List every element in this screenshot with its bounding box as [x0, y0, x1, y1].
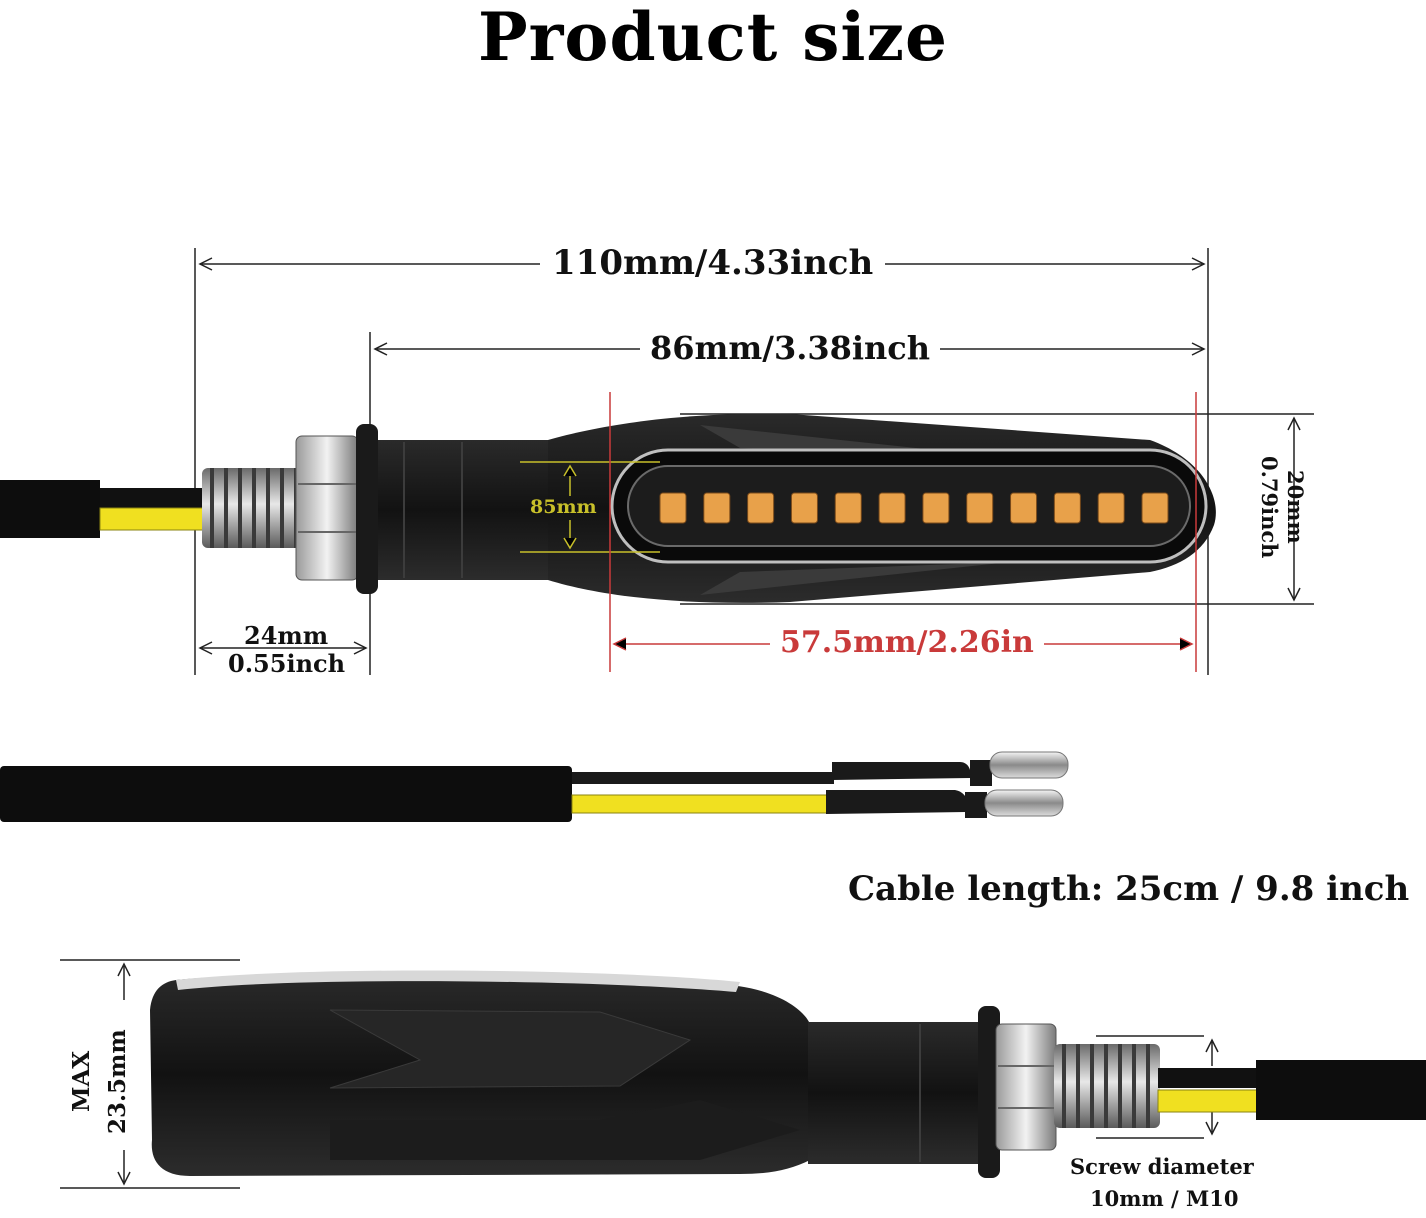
- body-height-inch-label: 0.79inch: [1257, 456, 1282, 559]
- yellow-wire: [99, 507, 211, 531]
- side-threaded-bolt: [1054, 1044, 1160, 1128]
- led-segment: [659, 492, 687, 524]
- led-segment: [747, 492, 775, 524]
- led-segment: [1141, 492, 1169, 524]
- side-indicator-view: [60, 959, 1426, 1189]
- led-segment: [966, 492, 994, 524]
- screw-diameter-value: 10mm / M10: [1090, 1186, 1239, 1211]
- led-segment: [1097, 492, 1125, 524]
- max-height-value: 23.5mm: [104, 1029, 131, 1134]
- led-segment: [922, 492, 950, 524]
- side-lens-strip: [176, 970, 740, 992]
- page-title: Product size: [478, 0, 948, 76]
- cable-black-wire: [572, 772, 834, 784]
- led-segment: [834, 492, 862, 524]
- stem: [378, 440, 550, 580]
- cable-sheath: [0, 480, 100, 538]
- washer: [356, 424, 378, 594]
- side-yellow-wire: [1157, 1089, 1259, 1113]
- connector-top: [832, 762, 971, 780]
- screw-diameter-label: Screw diameter: [1070, 1154, 1254, 1179]
- led-segment: [878, 492, 906, 524]
- black-wire: [100, 488, 210, 508]
- total-length-label: 110mm/4.33inch: [540, 246, 886, 280]
- side-washer: [978, 1006, 1000, 1178]
- hex-nut: [295, 435, 359, 581]
- top-indicator-view: [0, 248, 1314, 675]
- cable-length-label: Cable length: 25cm / 9.8 inch: [848, 869, 1410, 909]
- lens-length-label: 57.5mm/2.26in: [770, 628, 1044, 658]
- threaded-bolt: [202, 468, 306, 548]
- lens-height-marks: [520, 461, 660, 553]
- connector-bottom: [826, 790, 968, 814]
- led-row: [659, 492, 1169, 524]
- led-segment: [790, 492, 818, 524]
- cable-yellow-wire: [571, 794, 835, 814]
- cable-jacket: [0, 766, 572, 822]
- thread-length-mm-label: 24mm: [244, 621, 329, 650]
- dimension-lines-side: [60, 959, 1219, 1189]
- led-segment: [703, 492, 731, 524]
- side-black-wire: [1158, 1068, 1258, 1088]
- led-segment: [1010, 492, 1038, 524]
- side-stem: [808, 1022, 980, 1164]
- thread-length-inch-label: 0.55inch: [228, 649, 346, 678]
- side-nut: [995, 1023, 1057, 1151]
- bullet-terminal-top: [989, 751, 1069, 779]
- led-segment: [1053, 492, 1081, 524]
- cable-view: [0, 751, 1069, 822]
- body-length-label: 86mm/3.38inch: [640, 332, 941, 364]
- lens-height-label: 85mm: [530, 496, 597, 518]
- max-height-label: MAX: [68, 1050, 95, 1112]
- bullet-terminal-bottom: [984, 789, 1064, 817]
- side-cable-sheath: [1256, 1060, 1426, 1120]
- body-height-mm-label: 20mm: [1283, 470, 1308, 544]
